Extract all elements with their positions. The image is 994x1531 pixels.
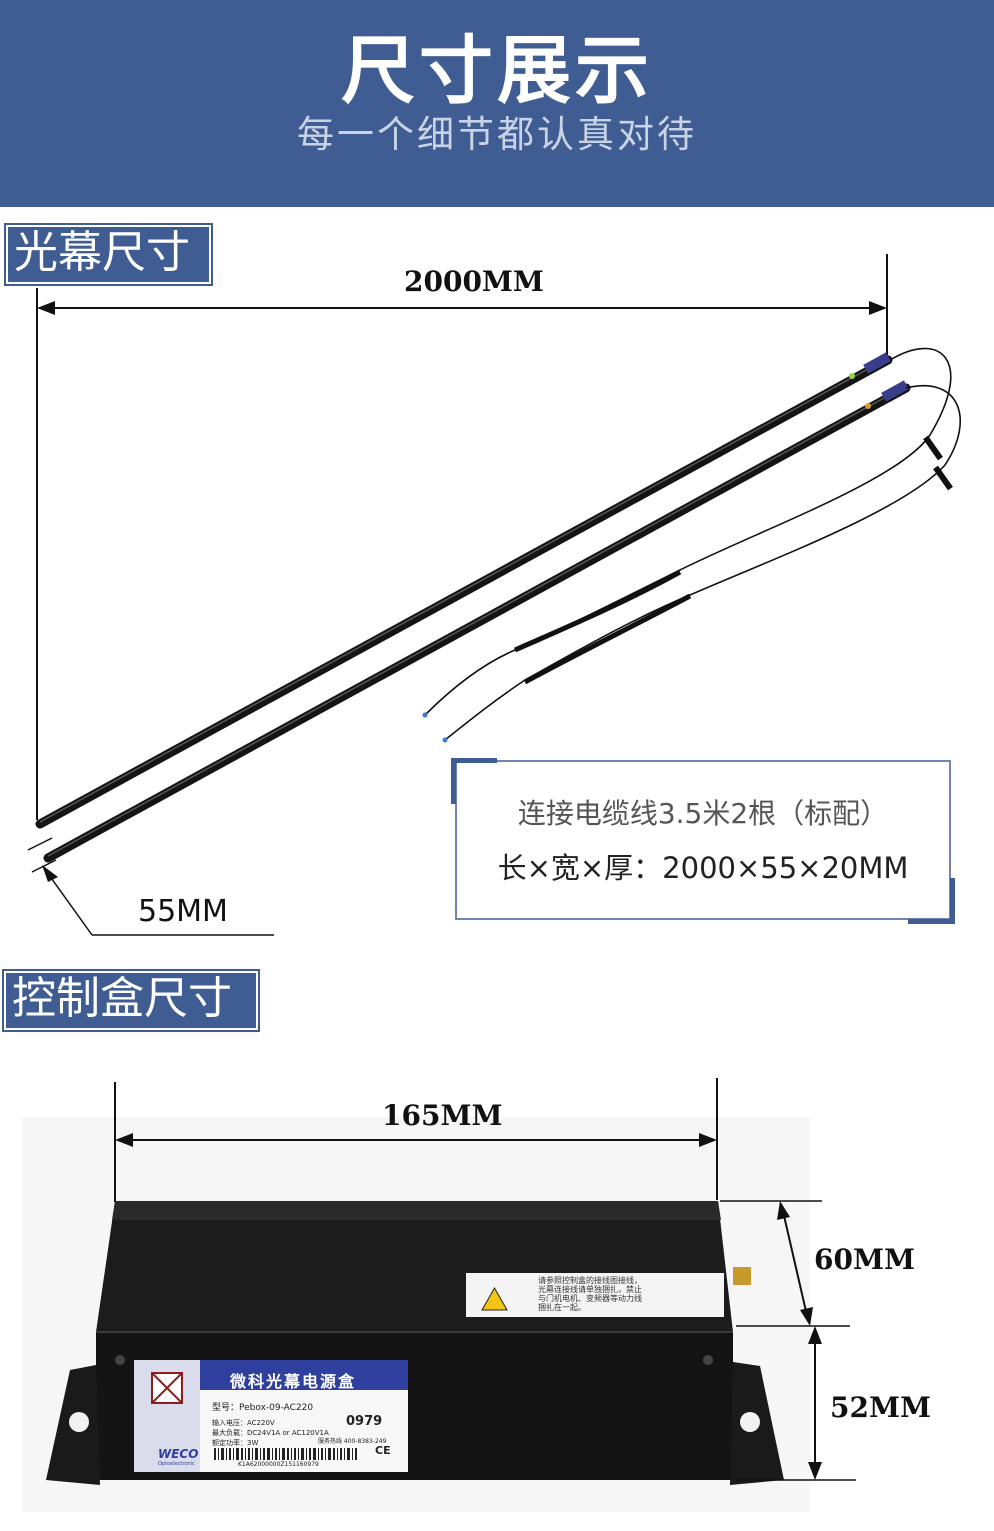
infobox-corner-br [908,919,955,924]
section-label-box: 控制盒尺寸 [2,969,260,1032]
infobox-corner-br-v [950,878,955,924]
width-dim-tick-1 [27,837,53,851]
page-subtitle: 每一个细节都认真对待 [297,113,697,156]
box-height-bottom-label: 52MM [830,1391,931,1424]
nameplate-header [200,1360,408,1390]
width-dim-tick-2 [31,859,57,873]
mount-hole-right [740,1412,760,1432]
cable-spec-text: 连接电缆线3.5米2根（标配） [517,797,889,830]
nameplate-code: 0979 [346,1414,383,1429]
nameplate-load: 最大负载：DC24V1A or AC120V1A [212,1429,329,1437]
section-label-curtain: 光幕尺寸 [4,223,213,286]
cable-1 [424,347,952,716]
height-bottom-arrow-down [808,1462,822,1480]
box-height-top-label: 60MM [814,1243,915,1276]
length-arrow-right [869,301,887,315]
nameplate-input: 输入电压：AC220V [212,1419,275,1427]
barcode [214,1448,357,1460]
infobox-corner-tl [451,758,497,763]
box-width-label: 165MM [382,1099,503,1132]
box-width-arrow-left [115,1133,133,1147]
length-arrow-left [37,301,55,315]
length-dim-label: 2000MM [404,265,544,298]
warning-label [466,1273,724,1317]
nameplate-brand-sub: Optoelectronic [158,1461,195,1467]
spec-info-box: 连接电缆线3.5米2根（标配） 长×宽×厚：2000×55×20MM [455,760,951,920]
control-box-drawing [46,1078,856,1485]
nameplate-model: 型号：Pebox-09-AC220 [212,1403,314,1413]
curtain-bar-1 [35,355,893,829]
warning-icon [481,1286,508,1311]
width-dim-label: 55MM [138,894,228,929]
size-spec-text: 长×宽×厚：2000×55×20MM [497,851,909,885]
height-top-arrow-up [777,1201,790,1220]
nameplate-ce-mark: CE [375,1444,391,1457]
nameplate-title: 微科光幕电源盒 [230,1372,357,1391]
nameplate-power: 额定功率：3W [212,1439,259,1447]
mount-hole-left [69,1412,89,1432]
header-banner [0,0,994,207]
page-title: 尺寸展示 [341,28,653,114]
nameplate-brand: WECO [158,1447,199,1461]
curtain-bar-2 [43,383,911,863]
cable-gland [733,1267,751,1285]
box-width-arrow-right [699,1133,717,1147]
height-top-arrow-down [800,1307,813,1326]
width-arrow [42,865,58,882]
warning-label-text: 请参照控制盒的接线图接线， 光幕连接线请单独捆扎，禁止 与门机电机、变频器等动力… [538,1276,642,1312]
nameplate-serial: K1A62000000Z15116097​9 [238,1461,319,1468]
light-curtain-drawing [27,254,961,936]
cable-2 [444,385,961,741]
infobox-corner-tl-v [451,758,456,804]
height-dim-top [781,1206,809,1321]
height-bottom-arrow-up [808,1326,822,1344]
nameplate-service: 服务热线 400-8383-249 [318,1438,387,1445]
